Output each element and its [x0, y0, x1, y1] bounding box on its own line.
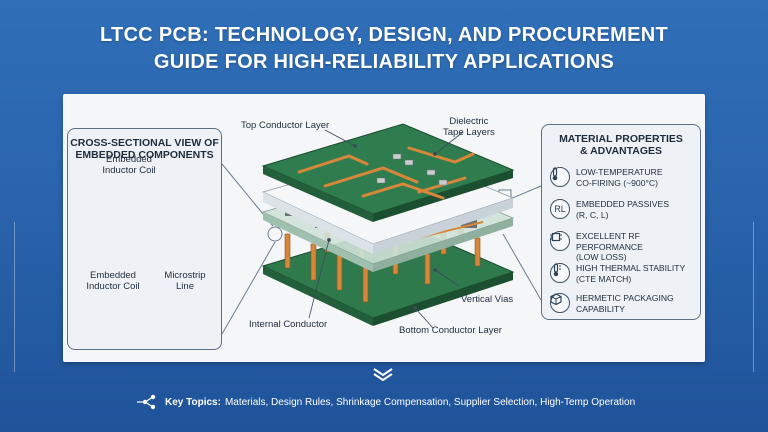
- property-2-line-1: EMBEDDED PASSIVES: [576, 199, 669, 209]
- cross-section-heading: CROSS-SECTIONAL VIEW OF EMBEDDED COMPONE…: [68, 137, 221, 161]
- share-icon: [137, 394, 156, 410]
- label-microstrip-line-2: Line: [176, 281, 194, 292]
- material-heading-line-2: & ADVANTAGES: [579, 145, 663, 157]
- label-vertical-vias: Vertical Vias: [461, 294, 514, 305]
- property-3-line-2: (LOW LOSS): [576, 252, 627, 262]
- thermal-icon: [550, 263, 570, 283]
- cross-section-card: CROSS-SECTIONAL VIEW OF EMBEDDED COMPONE…: [67, 128, 222, 350]
- callout-lines: [308, 129, 464, 329]
- package-icon: [550, 293, 570, 313]
- property-3-line-1: EXCELLENT RF PERFORMANCE: [576, 231, 643, 252]
- label-bottom-conductor: Bottom Conductor Layer: [399, 325, 502, 336]
- zoom-connector-right-bottom: [502, 233, 542, 301]
- key-topics-text: Materials, Design Rules, Shrinkage Compe…: [224, 396, 636, 408]
- label-dielectric-line-1: Dielectric: [449, 116, 489, 127]
- property-item: LOW-TEMPERATURE CO-FIRING (~900°C): [550, 167, 698, 188]
- label-coil-top-line-1: Embedded: [106, 154, 152, 165]
- property-4-line-2: (CTE MATCH): [576, 273, 632, 284]
- property-4-line-1: HIGH THERMAL STABILITY: [576, 263, 686, 273]
- property-1-line-1: LOW-TEMPERATURE: [576, 167, 663, 177]
- upper-layer-edge-left: [263, 192, 373, 254]
- label-dielectric-line-2: Tape Layers: [443, 127, 495, 138]
- top-board-edge-left: [263, 166, 373, 222]
- diagram-panel: Top Conductor Layer Dielectric Tape Laye…: [63, 94, 705, 362]
- label-coil-bottom-line-1: Embedded: [90, 270, 136, 281]
- decorative-line-left: [14, 222, 15, 372]
- cross-section-heading-line-1: CROSS-SECTIONAL VIEW OF: [70, 137, 219, 149]
- property-5-line-2: CAPABILITY: [576, 303, 626, 314]
- bottom-board-edge-left: [263, 266, 373, 326]
- key-topics-bar: Key Topics: Materials, Design Rules, Shr…: [137, 393, 635, 411]
- decorative-line-right: [753, 222, 754, 372]
- material-properties-card: MATERIAL PROPERTIES & ADVANTAGES LOW-TEM…: [541, 124, 701, 320]
- label-coil-top: Embedded Inductor Coil: [99, 154, 159, 176]
- property-item: RL EMBEDDED PASSIVES (R, C, L): [550, 199, 698, 220]
- label-coil-bottom: Embedded Inductor Coil: [77, 270, 149, 292]
- key-topics-label: Key Topics:: [165, 396, 221, 408]
- zoom-circle-left: [267, 226, 283, 242]
- surface-components: [376, 153, 448, 186]
- property-item: EXCELLENT RF PERFORMANCE (LOW LOSS): [550, 231, 698, 263]
- mid-layer-edge-left: [263, 212, 373, 272]
- chevron-down-icon[interactable]: [372, 367, 394, 381]
- material-heading-line-1: MATERIAL PROPERTIES: [559, 133, 683, 145]
- property-2-line-2: (R, C, L): [576, 209, 609, 220]
- rlc-icon: RL: [550, 199, 570, 219]
- top-board-edge-right: [373, 170, 513, 222]
- label-dielectric: Dielectric Tape Layers: [443, 116, 495, 138]
- top-copper-traces: [297, 146, 475, 200]
- label-coil-top-line-2: Inductor Coil: [102, 165, 156, 176]
- cross-section-heading-line-2: EMBEDDED COMPONENTS: [75, 149, 214, 161]
- material-properties-heading: MATERIAL PROPERTIES & ADVANTAGES: [542, 133, 700, 157]
- mid-layer-edge-right: [373, 218, 513, 272]
- zoom-connector-left-bottom: [221, 241, 276, 335]
- label-top-conductor: Top Conductor Layer: [241, 120, 330, 131]
- label-internal-conductor: Internal Conductor: [249, 319, 328, 330]
- property-1-line-2: CO-FIRING (~900°C): [576, 177, 658, 188]
- label-coil-bottom-line-2: Inductor Coil: [86, 281, 140, 292]
- label-microstrip: Microstrip Line: [157, 270, 213, 292]
- title-line-2: GUIDE FOR HIGH-RELIABILITY APPLICATIONS: [153, 51, 615, 73]
- property-item: HIGH THERMAL STABILITY (CTE MATCH): [550, 263, 698, 284]
- label-microstrip-line-1: Microstrip: [164, 270, 206, 281]
- property-5-line-1: HERMETIC PACKAGING: [576, 293, 674, 303]
- title-line-1: LTCC PCB: TECHNOLOGY, DESIGN, AND PROCUR…: [100, 24, 668, 46]
- upper-layer-edge-right: [373, 198, 513, 254]
- property-item: HERMETIC PACKAGING CAPABILITY: [550, 293, 698, 314]
- bottom-board-edge-right: [373, 272, 513, 326]
- page-title: LTCC PCB: TECHNOLOGY, DESIGN, AND PROCUR…: [0, 22, 768, 76]
- thermometer-icon: [550, 167, 570, 187]
- chip-icon: [550, 231, 570, 251]
